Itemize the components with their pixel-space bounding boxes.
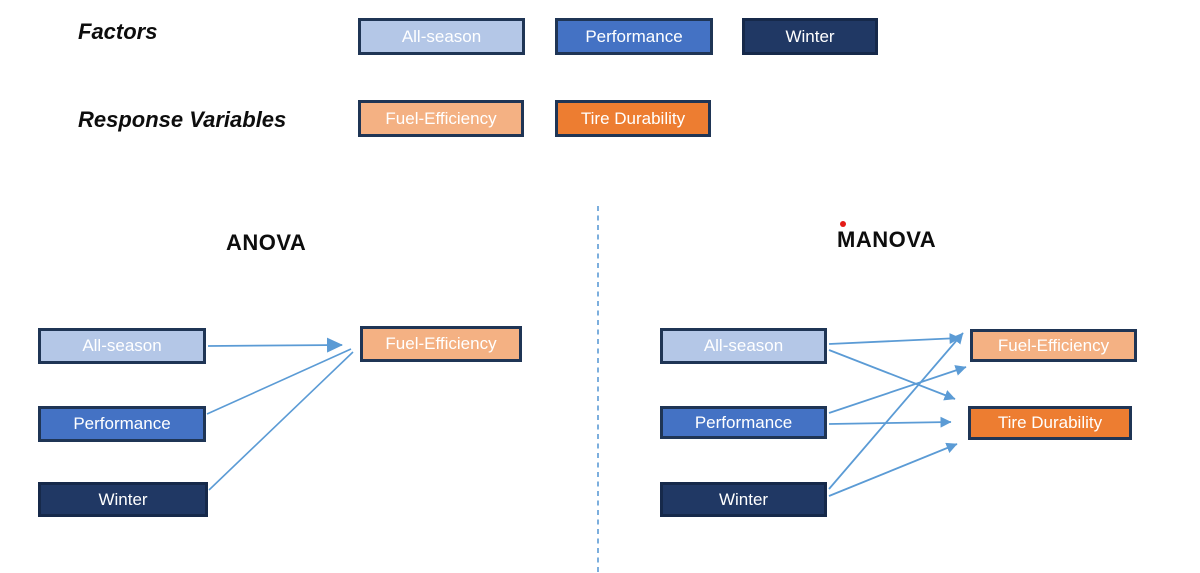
- arrow-manova-winter-to-fuel-efficiency: [828, 332, 964, 490]
- arrow-manova-all-season-to-tire-durability: [828, 349, 956, 401]
- arrow-anova-performance-to-fuel-efficiency: [206, 348, 352, 415]
- manova-response-fuel-efficiency-label: Fuel-Efficiency: [997, 335, 1110, 355]
- arrow-manova-performance-to-tire-durability: [828, 416, 952, 428]
- manova-factor-winter: Winter: [660, 482, 827, 517]
- legend-factor-all-season-label: All-season: [401, 26, 482, 46]
- red-annotation-dot-icon: [840, 221, 846, 227]
- arrow-manova-winter-to-tire-durability: [828, 442, 958, 497]
- manova-title: MANOVA: [837, 227, 937, 252]
- manova-response-tire-durability-label: Tire Durability: [997, 413, 1103, 432]
- anova-response-fuel-efficiency: Fuel-Efficiency: [360, 326, 522, 362]
- manova-factor-performance: Performance: [660, 406, 827, 439]
- legend-factor-performance-label: Performance: [585, 26, 683, 46]
- anova-factor-performance: Performance: [38, 406, 206, 442]
- arrow-anova-winter-to-fuel-efficiency: [208, 351, 354, 491]
- manova-factor-all-season: All-season: [660, 328, 827, 364]
- anova-factor-winter-label: Winter: [98, 489, 148, 509]
- anova-factor-winter: Winter: [38, 482, 208, 517]
- manova-factor-performance-label: Performance: [694, 412, 793, 432]
- legend-response-tire-durability: Tire Durability: [555, 100, 711, 137]
- legend-response-fuel-efficiency-label: Fuel-Efficiency: [385, 108, 497, 128]
- legend-response-tire-durability-label: Tire Durability: [580, 108, 686, 128]
- response-variables-label: Response Variables: [78, 107, 287, 132]
- manova-factor-all-season-label: All-season: [703, 336, 784, 355]
- legend-response-fuel-efficiency: Fuel-Efficiency: [358, 100, 524, 137]
- anova-factor-all-season: All-season: [38, 328, 206, 364]
- anova-response-fuel-efficiency-label: Fuel-Efficiency: [385, 334, 497, 353]
- legend-factor-all-season: All-season: [358, 18, 525, 55]
- manova-factor-winter-label: Winter: [718, 489, 769, 509]
- manova-response-fuel-efficiency: Fuel-Efficiency: [970, 329, 1137, 362]
- manova-response-tire-durability: Tire Durability: [968, 406, 1132, 440]
- anova-factor-performance-label: Performance: [73, 414, 171, 433]
- legend-factor-winter: Winter: [742, 18, 878, 55]
- arrow-anova-all-season-to-fuel-efficiency: [207, 337, 343, 353]
- legend-factor-performance: Performance: [555, 18, 713, 55]
- arrow-manova-performance-to-fuel-efficiency: [828, 365, 967, 414]
- anova-factor-all-season-label: All-season: [82, 336, 162, 355]
- arrow-manova-all-season-to-fuel-efficiency: [828, 332, 961, 345]
- legend-factor-winter-label: Winter: [785, 26, 835, 46]
- anova-title: ANOVA: [226, 230, 307, 255]
- factors-label: Factors: [78, 19, 158, 44]
